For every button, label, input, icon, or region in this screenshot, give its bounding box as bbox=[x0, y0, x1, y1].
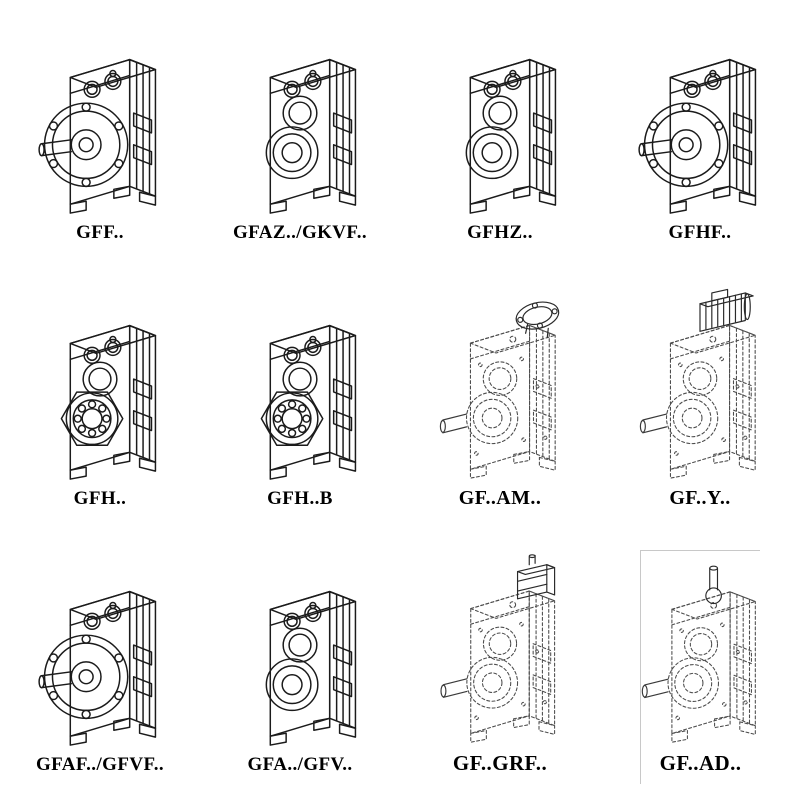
catalog-cell-gff: GFF.. bbox=[38, 18, 160, 252]
model-label-gff: GFF.. bbox=[76, 222, 124, 243]
gearbox-drawing-gfaz-gkvf bbox=[265, 58, 357, 214]
catalog-cell-gfh-b: GFH..B bbox=[240, 284, 360, 518]
catalog-cell-gfaz-gkvf: GFAZ../GKVF.. bbox=[233, 18, 367, 252]
model-label-gf-am: GF..AM.. bbox=[458, 487, 542, 509]
model-label-gfh-b: GFH..B bbox=[267, 488, 333, 509]
catalog-cell-gfhf: GFHF.. bbox=[638, 18, 760, 252]
model-label-gf-grf: GF..GRF.. bbox=[452, 751, 548, 775]
gearbox-drawing-gf-y bbox=[639, 288, 756, 479]
model-label-gfhf: GFHF.. bbox=[668, 222, 732, 243]
model-label-gfaf-gfvf: GFAF../GFVF.. bbox=[36, 754, 165, 775]
model-label-gfa-gfv: GFA../GFV.. bbox=[247, 754, 353, 775]
gearbox-drawing-gf-ad bbox=[641, 565, 756, 743]
gearbox-drawing-gfh-b bbox=[260, 324, 357, 480]
catalog-cell-gf-ad: GF..AD.. bbox=[640, 550, 760, 784]
gearbox-drawing-gfh bbox=[60, 324, 157, 480]
gearbox-drawing-gfaf-gfvf bbox=[38, 590, 157, 746]
gearbox-drawing-gfhz bbox=[465, 58, 557, 214]
catalog-cell-gfaf-gfvf: GFAF../GFVF.. bbox=[36, 550, 164, 784]
gearbox-drawing-gf-am bbox=[439, 297, 563, 479]
model-label-gf-ad: GF..AD.. bbox=[659, 751, 742, 775]
catalog-cell-gfa-gfv: GFA../GFV.. bbox=[240, 550, 360, 784]
gearbox-drawing-gf-grf bbox=[440, 554, 556, 743]
gearbox-drawing-gfa-gfv bbox=[265, 590, 357, 746]
model-label-gfh: GFH.. bbox=[73, 488, 127, 509]
catalog-cell-gf-am: GF..AM.. bbox=[439, 284, 563, 518]
model-label-gfhz: GFHZ.. bbox=[467, 222, 533, 243]
catalog-cell-gfhz: GFHZ.. bbox=[440, 18, 560, 252]
model-label-gfaz-gkvf: GFAZ../GKVF.. bbox=[233, 222, 367, 243]
catalog-cell-gf-grf: GF..GRF.. bbox=[440, 550, 560, 784]
catalog-cell-gf-y: GF..Y.. bbox=[639, 284, 760, 518]
gearbox-drawing-gfhf bbox=[638, 58, 757, 214]
gearbox-drawing-gff bbox=[38, 58, 157, 214]
model-label-gf-y: GF..Y.. bbox=[669, 487, 731, 509]
catalog-cell-gfh: GFH.. bbox=[40, 284, 160, 518]
